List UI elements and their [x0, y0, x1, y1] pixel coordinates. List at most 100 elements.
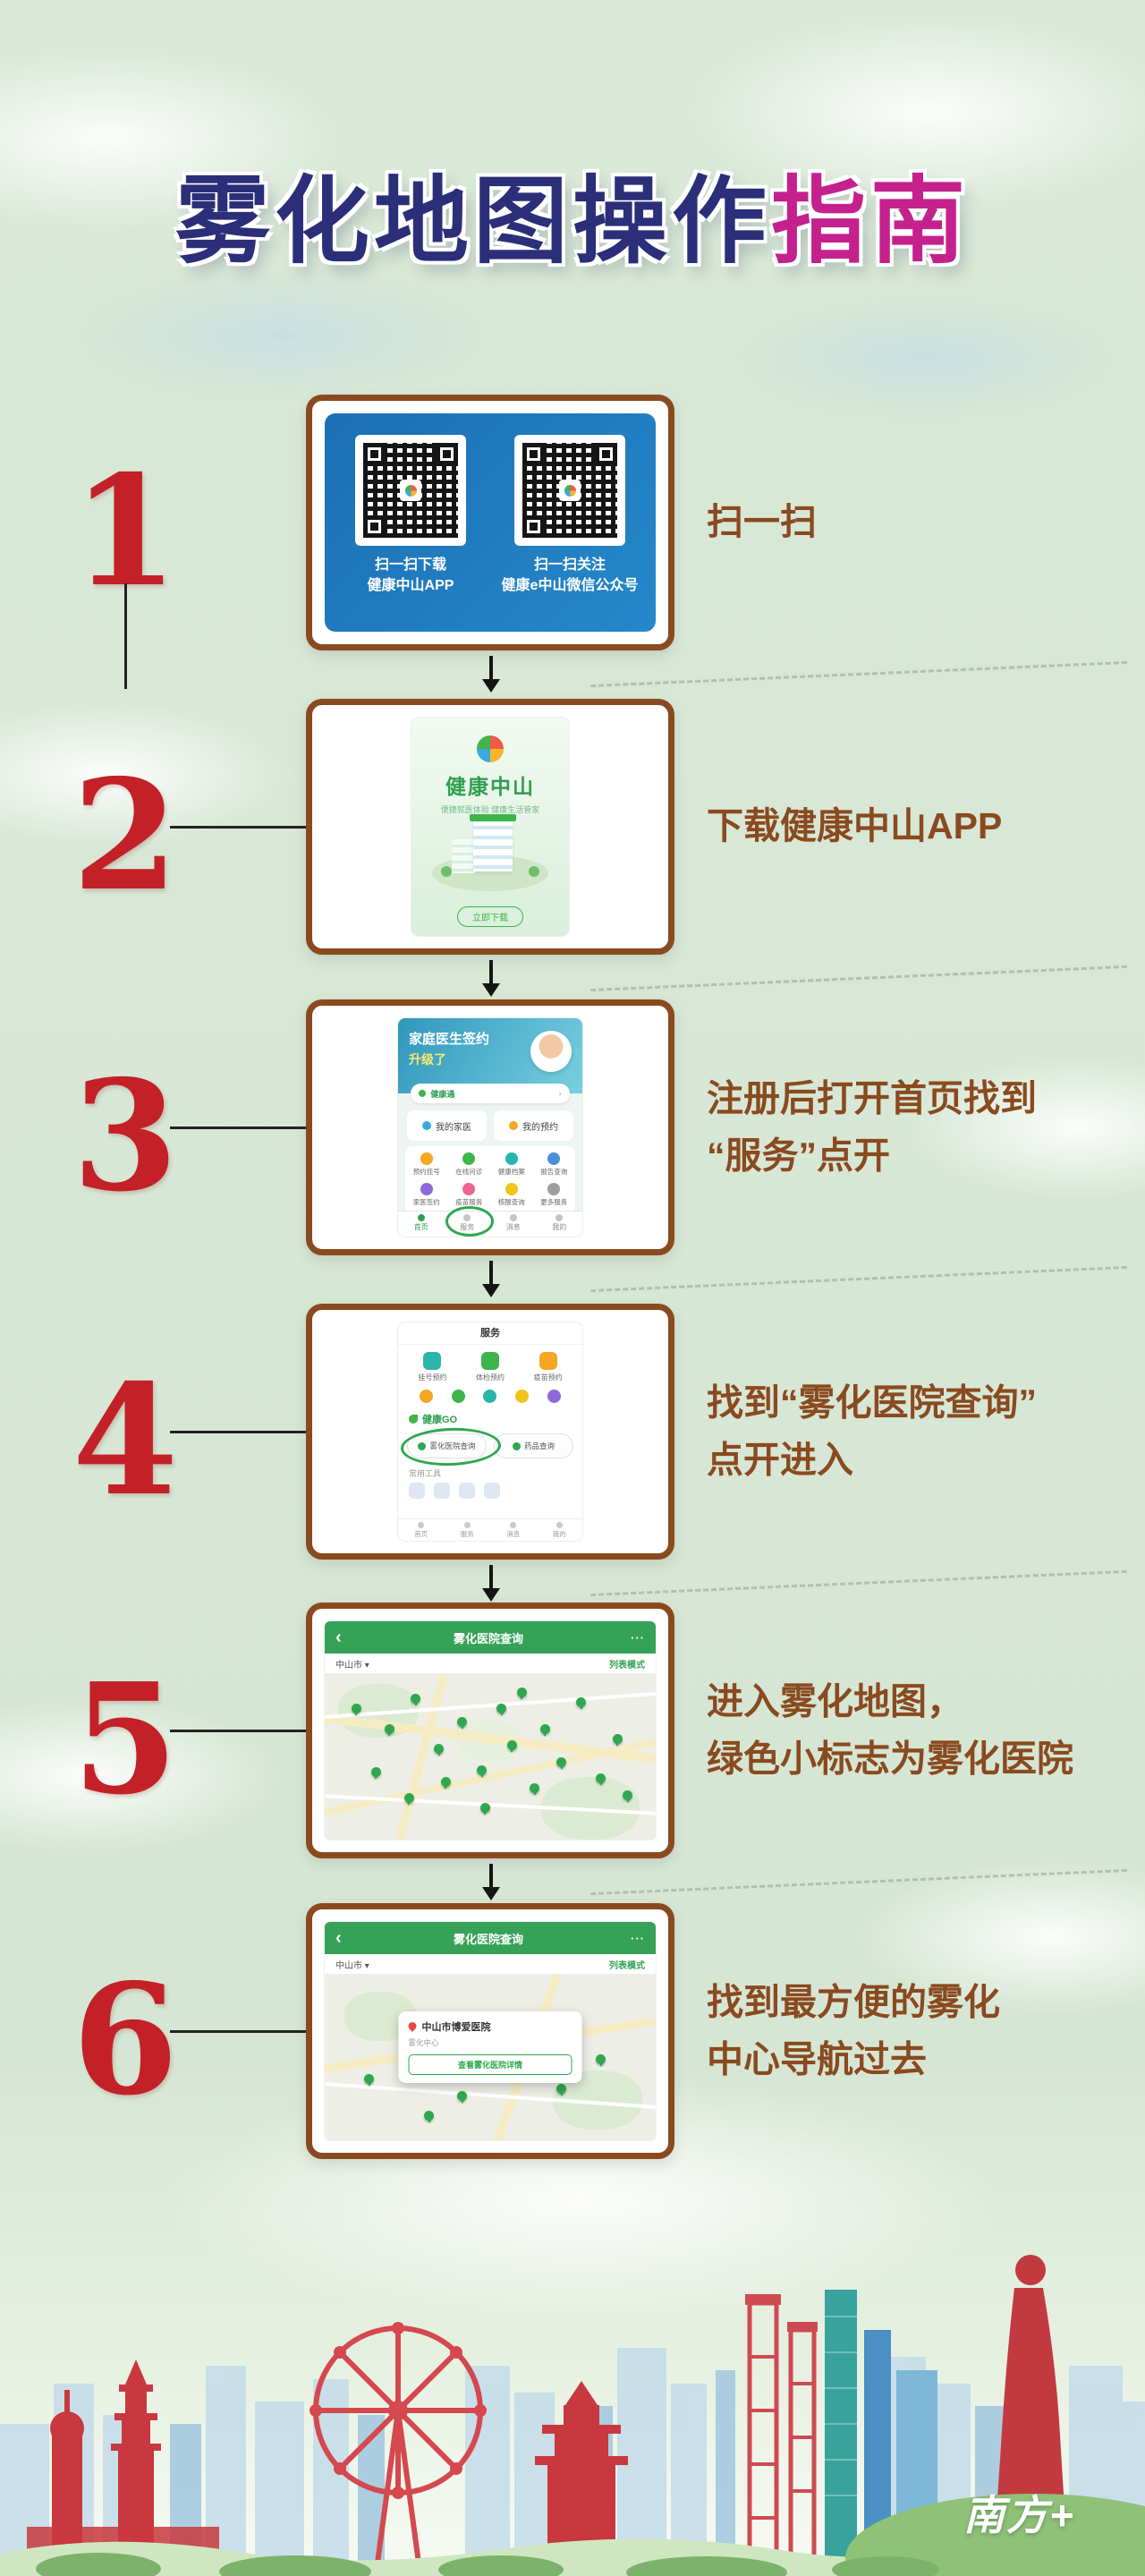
grid-item[interactable]: 疫苗服务 — [448, 1183, 491, 1207]
step-number-3: 3 — [72, 1047, 179, 1226]
tab-messages[interactable]: 消息 — [490, 1519, 537, 1541]
grid-item[interactable]: 健康档案 — [490, 1152, 533, 1177]
hospital-detail-button[interactable]: 查看雾化医院详情 — [408, 2053, 572, 2075]
hospital-pin-icon[interactable] — [530, 1783, 540, 1797]
service-icon[interactable] — [420, 1390, 434, 1403]
grid-item[interactable]: 在线问诊 — [448, 1152, 491, 1177]
tab-messages[interactable]: 消息 — [490, 1211, 537, 1237]
service-icon[interactable] — [547, 1390, 561, 1403]
tab-profile[interactable]: 我的 — [537, 1211, 583, 1237]
hospital-pin-icon[interactable] — [539, 1723, 550, 1737]
hospital-pin-icon[interactable] — [457, 1717, 467, 1730]
service-icon — [539, 1352, 557, 1370]
hospital-pin-icon[interactable] — [411, 1694, 421, 1707]
hospital-pin-icon[interactable] — [440, 1776, 451, 1790]
download-button[interactable]: 立即下载 — [457, 906, 523, 927]
card-my-appointments[interactable]: 我的预约 — [494, 1110, 573, 1141]
dashed-separator — [590, 1868, 1127, 1896]
hospital-pin-icon[interactable] — [516, 1687, 527, 1700]
hospital-pin-icon[interactable] — [364, 2074, 375, 2087]
step-caption-2: 下载健康中山APP — [707, 805, 1003, 847]
phone-screen: 家庭医生签约 升级了 健康通 › 我的家医 我的预约 预约挂号 在线问诊 健康档… — [398, 1018, 582, 1237]
hospital-pin-icon[interactable] — [424, 2110, 434, 2123]
list-mode-toggle[interactable]: 列表模式 — [609, 1660, 645, 1671]
screenshot-splash: 健康中山 便捷就医体验 健康生活管家 立即下载 — [325, 718, 656, 936]
hospital-pin-icon[interactable] — [506, 1740, 517, 1753]
flow-arrow — [482, 656, 500, 693]
highlight-circle — [445, 1206, 494, 1237]
grid-item[interactable]: 家医签约 — [405, 1183, 448, 1207]
dashed-separator — [590, 1569, 1127, 1597]
tool-icon[interactable] — [409, 1483, 425, 1499]
list-mode-toggle[interactable]: 列表模式 — [609, 1960, 645, 1971]
hospital-pin-icon[interactable] — [477, 1764, 488, 1778]
qr-code-app — [355, 435, 466, 546]
service-item[interactable]: 挂号预约 — [418, 1352, 446, 1382]
city-selector[interactable]: 中山市 ▾ — [335, 1960, 369, 1971]
profile-icon — [556, 1214, 564, 1221]
hospital-pin-icon[interactable] — [351, 1704, 361, 1717]
services-icon — [463, 1522, 471, 1528]
hospital-pin-icon[interactable] — [479, 1803, 490, 1816]
connector-line — [170, 1126, 306, 1129]
arrow-head-icon — [482, 1284, 500, 1297]
hospital-pin-icon[interactable] — [556, 1756, 566, 1770]
flow-arrow — [482, 960, 500, 997]
back-icon[interactable]: ‹ — [335, 1627, 342, 1647]
hospital-pin-icon[interactable] — [384, 1723, 394, 1737]
city-selector[interactable]: 中山市 ▾ — [335, 1660, 369, 1671]
step-caption-3: 注册后打开首页找到 “服务”点开 — [707, 1077, 1037, 1176]
nebulizer-hospital-query-button[interactable]: 雾化医院查询 — [407, 1433, 487, 1458]
hospital-pin-icon[interactable] — [496, 1704, 507, 1717]
service-item[interactable]: 体检预约 — [476, 1352, 505, 1382]
hospital-pin-icon[interactable] — [403, 1793, 414, 1807]
card-family-doctor[interactable]: 我的家医 — [407, 1110, 487, 1141]
highlight-circle — [400, 1426, 502, 1467]
grid-item[interactable]: 核酸查询 — [490, 1183, 533, 1207]
step-number-5: 5 — [72, 1650, 179, 1829]
hospital-pin-icon[interactable] — [457, 2090, 467, 2104]
service-item[interactable]: 疫苗预约 — [534, 1352, 563, 1382]
hospital-pin-icon[interactable] — [596, 2053, 606, 2067]
map-canvas[interactable] — [325, 1674, 656, 1840]
hospital-pin-icon[interactable] — [596, 1773, 606, 1786]
grid-item[interactable]: 更多服务 — [533, 1183, 576, 1207]
page-title: 雾化地图操作指南 — [0, 166, 1145, 279]
page-title-main: 雾化地图操作 — [175, 169, 771, 275]
service-icon[interactable] — [515, 1390, 530, 1403]
step-caption-1: 扫一扫 — [707, 501, 817, 543]
menu-icon[interactable]: ··· — [631, 1931, 645, 1945]
tool-icon[interactable] — [459, 1483, 475, 1499]
tab-profile[interactable]: 我的 — [537, 1519, 583, 1541]
step-box-2: 健康中山 便捷就医体验 健康生活管家 立即下载 — [306, 699, 674, 955]
step-box-3: 家庭医生签约 升级了 健康通 › 我的家医 我的预约 预约挂号 在线问诊 健康档… — [306, 999, 674, 1255]
tab-services[interactable]: 服务 — [445, 1519, 491, 1541]
banner-line-2: 升级了 — [409, 1052, 446, 1067]
doctor-avatar — [530, 1031, 572, 1072]
tab-home[interactable]: 首页 — [398, 1519, 445, 1541]
health-pass-pill[interactable]: 健康通 › — [411, 1084, 570, 1103]
service-icon[interactable] — [451, 1390, 465, 1403]
hospital-pin-icon[interactable] — [623, 1790, 632, 1803]
hospital-pin-icon[interactable] — [576, 1696, 587, 1710]
hospital-pin-icon[interactable] — [434, 1743, 445, 1756]
map-canvas[interactable]: 中山市博爱医院 雾化中心 查看雾化医院详情 — [325, 1975, 656, 2140]
tool-icon[interactable] — [434, 1483, 450, 1499]
card-icon — [422, 1121, 431, 1130]
hospital-pin-icon[interactable] — [612, 1733, 623, 1747]
drug-query-button[interactable]: 药品查询 — [494, 1433, 573, 1458]
tool-icon[interactable] — [484, 1483, 500, 1499]
tab-home[interactable]: 首页 — [398, 1211, 445, 1237]
grid-item[interactable]: 报告查询 — [533, 1152, 576, 1177]
hospital-pin-icon[interactable] — [370, 1766, 381, 1780]
city-illustration — [432, 814, 548, 891]
back-icon[interactable]: ‹ — [335, 1927, 342, 1948]
menu-icon[interactable]: ··· — [631, 1630, 645, 1645]
grid-item[interactable]: 预约挂号 — [405, 1152, 448, 1177]
app-logo-icon — [477, 735, 504, 762]
service-icon[interactable] — [483, 1390, 497, 1403]
qr-panel: 扫一扫下载 健康中山APP 扫一扫关注 健康e中山微信公众号 — [325, 413, 656, 632]
grid-icon — [420, 1152, 433, 1165]
hospital-pin-icon[interactable] — [556, 2084, 566, 2097]
